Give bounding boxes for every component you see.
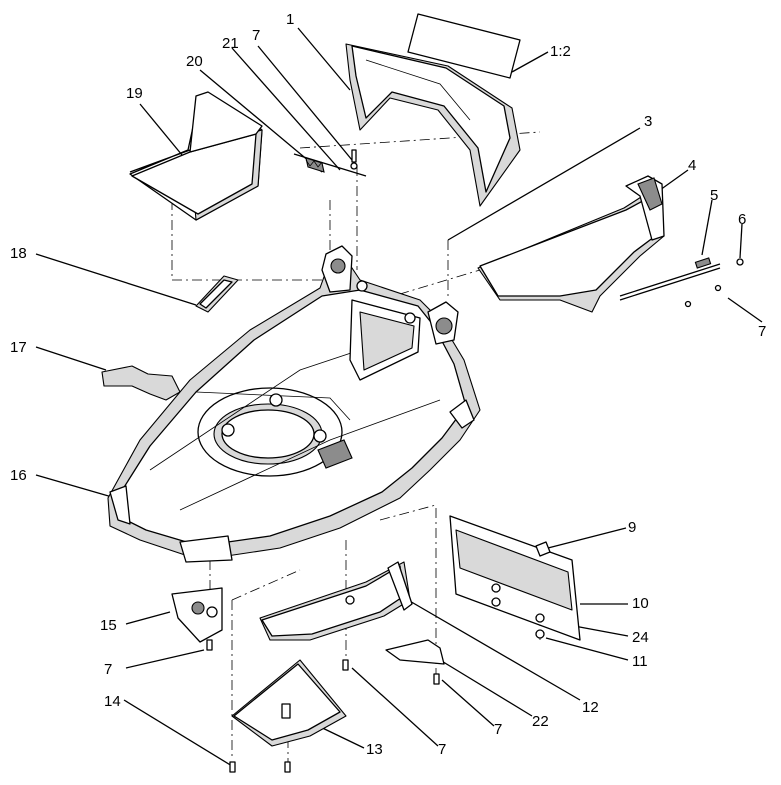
leader-lines <box>35 27 763 767</box>
callout-24: 24 <box>632 629 649 646</box>
callout-16: 16 <box>10 467 27 484</box>
callout-7: 7 <box>494 721 502 738</box>
handle-bracket-part <box>101 365 181 401</box>
callout-17: 17 <box>10 339 27 356</box>
callout-20: 20 <box>186 53 203 70</box>
callout-19: 19 <box>126 85 143 102</box>
callout-18: 18 <box>10 245 27 262</box>
callout-7: 7 <box>438 741 446 758</box>
side-guard-assembly <box>449 515 581 641</box>
callout-7: 7 <box>104 661 112 678</box>
bracket-part <box>385 639 445 665</box>
callout-6: 6 <box>738 211 746 228</box>
front-skirt-left-part <box>171 587 223 643</box>
callout-1: 1 <box>286 11 294 28</box>
callout-1-2: 1:2 <box>550 43 571 60</box>
front-baffle-part <box>259 561 413 641</box>
screw-fasteners <box>206 639 440 773</box>
callout-12: 12 <box>582 699 599 716</box>
callout-5: 5 <box>710 187 718 204</box>
deflector-part <box>231 659 347 747</box>
callout-9: 9 <box>628 519 636 536</box>
callout-15: 15 <box>100 617 117 634</box>
callout-7: 7 <box>252 27 260 44</box>
callout-14: 14 <box>104 693 121 710</box>
callout-13: 13 <box>366 741 383 758</box>
callout-21: 21 <box>222 35 239 52</box>
callout-11: 11 <box>632 653 648 670</box>
callout-3: 3 <box>644 113 652 130</box>
discharge-door-assembly <box>477 175 744 313</box>
rear-shield-part <box>129 91 263 221</box>
handle-grip-part <box>195 275 239 313</box>
callout-22: 22 <box>532 713 549 730</box>
spring-rod-assembly <box>293 149 367 177</box>
decal-part <box>407 13 521 79</box>
callout-7: 7 <box>758 323 766 340</box>
mower-deck-housing-part <box>107 245 481 563</box>
callout-labels: 1 1:2 21 7 20 19 3 4 5 6 7 18 17 16 9 10… <box>10 11 766 758</box>
callout-4: 4 <box>688 157 696 174</box>
rear-flap-part <box>345 43 521 207</box>
callout-10: 10 <box>632 595 649 612</box>
